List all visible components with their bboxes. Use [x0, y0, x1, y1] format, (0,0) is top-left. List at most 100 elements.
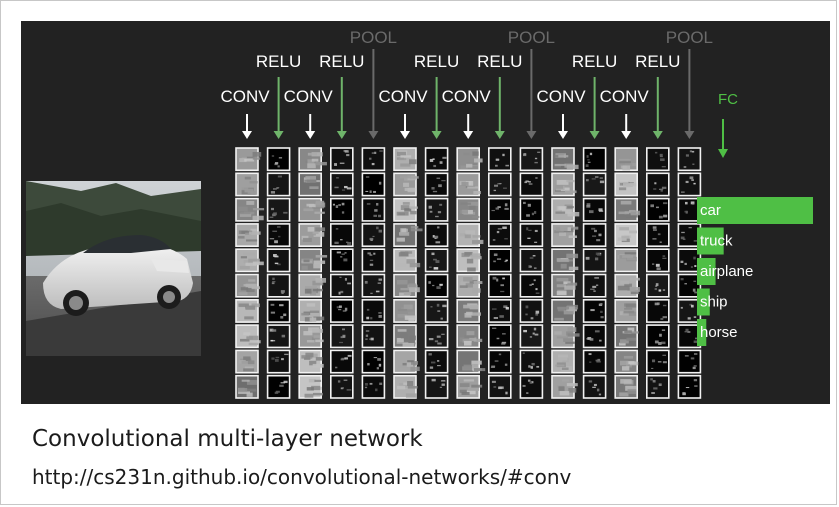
- feature-map: [329, 172, 354, 197]
- feature-map: [329, 147, 354, 172]
- layer-label-relu: RELU: [635, 52, 680, 71]
- feature-map: [645, 172, 670, 197]
- feature-map: [393, 273, 420, 298]
- activation-column-relu: [582, 147, 607, 399]
- activation-column-conv: [298, 147, 328, 399]
- class-label: ship: [700, 294, 728, 311]
- feature-map: [551, 349, 575, 374]
- feature-map: [487, 223, 512, 247]
- feature-map: [266, 349, 291, 374]
- feature-map: [519, 197, 544, 222]
- feature-map: [361, 273, 386, 298]
- fc-label: FC: [718, 91, 738, 108]
- class-score-bar: [697, 227, 724, 255]
- feature-map: [487, 273, 512, 298]
- layer-label-pool: POOL: [666, 28, 713, 47]
- feature-map: [393, 172, 419, 197]
- activation-column-relu: [329, 147, 354, 399]
- caption-url: http://cs231n.github.io/convolutional-ne…: [32, 465, 572, 489]
- feature-map: [645, 248, 670, 273]
- feature-map: [424, 147, 449, 172]
- feature-map: [361, 248, 386, 273]
- feature-map: [424, 197, 449, 222]
- feature-map: [677, 147, 702, 172]
- feature-map: [551, 298, 579, 323]
- arrow-relu: [431, 77, 442, 139]
- feature-map: [424, 223, 449, 247]
- activation-column-pool: [519, 147, 544, 399]
- class-label: car: [700, 202, 721, 219]
- feature-map: [551, 374, 578, 399]
- layer-label-pool: POOL: [350, 28, 397, 47]
- feature-map: [298, 223, 326, 247]
- feature-map: [645, 223, 670, 247]
- arrow-relu: [494, 77, 505, 139]
- activation-column-conv: [614, 147, 641, 399]
- feature-map: [645, 349, 670, 374]
- feature-map: [266, 273, 291, 298]
- feature-map: [235, 248, 264, 273]
- feature-map: [677, 197, 702, 222]
- feature-map: [456, 223, 484, 247]
- feature-map: [645, 374, 670, 399]
- layer-label-pool: POOL: [508, 28, 555, 47]
- feature-map: [235, 324, 261, 349]
- feature-map: [329, 197, 354, 222]
- class-score-bar: [697, 258, 716, 285]
- feature-map: [329, 298, 354, 323]
- feature-map: [582, 248, 607, 273]
- activation-column-conv: [551, 147, 580, 399]
- layer-label-relu: RELU: [319, 52, 364, 71]
- feature-map: [551, 147, 579, 172]
- feature-map: [456, 324, 483, 349]
- feature-map: [235, 223, 261, 247]
- feature-map: [235, 374, 259, 399]
- activation-column-relu: [645, 147, 670, 399]
- feature-map: [551, 324, 580, 349]
- cnn-diagram: CONVRELUCONVRELUPOOLCONVRELUCONVRELUPOOL…: [26, 28, 813, 399]
- activation-column-relu: [266, 147, 291, 399]
- activation-column-conv: [393, 147, 423, 399]
- feature-map: [645, 197, 670, 222]
- feature-map: [519, 248, 544, 273]
- feature-map: [551, 273, 578, 298]
- feature-map: [361, 374, 386, 399]
- feature-map: [614, 172, 639, 197]
- layer-label-conv: CONV: [284, 87, 334, 106]
- feature-map: [266, 298, 291, 323]
- feature-map: [298, 273, 327, 298]
- feature-map: [582, 147, 607, 172]
- feature-map: [298, 298, 325, 323]
- feature-map: [519, 298, 544, 323]
- feature-map: [424, 374, 449, 399]
- layer-label-conv: CONV: [442, 87, 492, 106]
- arrow-pool: [684, 49, 695, 139]
- feature-map: [298, 147, 327, 172]
- layer-label-relu: RELU: [572, 52, 617, 71]
- feature-map: [487, 349, 512, 374]
- feature-map: [456, 298, 482, 323]
- arrow-conv: [621, 114, 632, 139]
- feature-map: [582, 223, 607, 247]
- feature-map: [519, 374, 544, 399]
- feature-map: [361, 147, 386, 172]
- feature-map: [677, 273, 702, 298]
- feature-map: [266, 147, 291, 172]
- feature-map: [266, 248, 291, 273]
- class-label: horse: [700, 324, 738, 341]
- arrow-conv: [463, 114, 474, 139]
- feature-map: [235, 197, 265, 222]
- feature-map: [582, 324, 607, 349]
- arrow-pool: [368, 49, 379, 139]
- feature-map: [329, 273, 354, 298]
- feature-map: [235, 147, 262, 172]
- feature-map: [487, 197, 512, 222]
- feature-map: [266, 197, 291, 222]
- arrow-pool: [526, 49, 537, 139]
- feature-map: [456, 349, 486, 374]
- feature-map: [393, 324, 417, 349]
- layer-labels: CONVRELUCONVRELUPOOLCONVRELUCONVRELUPOOL…: [220, 28, 713, 106]
- feature-map: [456, 172, 481, 197]
- arrow-conv: [558, 114, 568, 139]
